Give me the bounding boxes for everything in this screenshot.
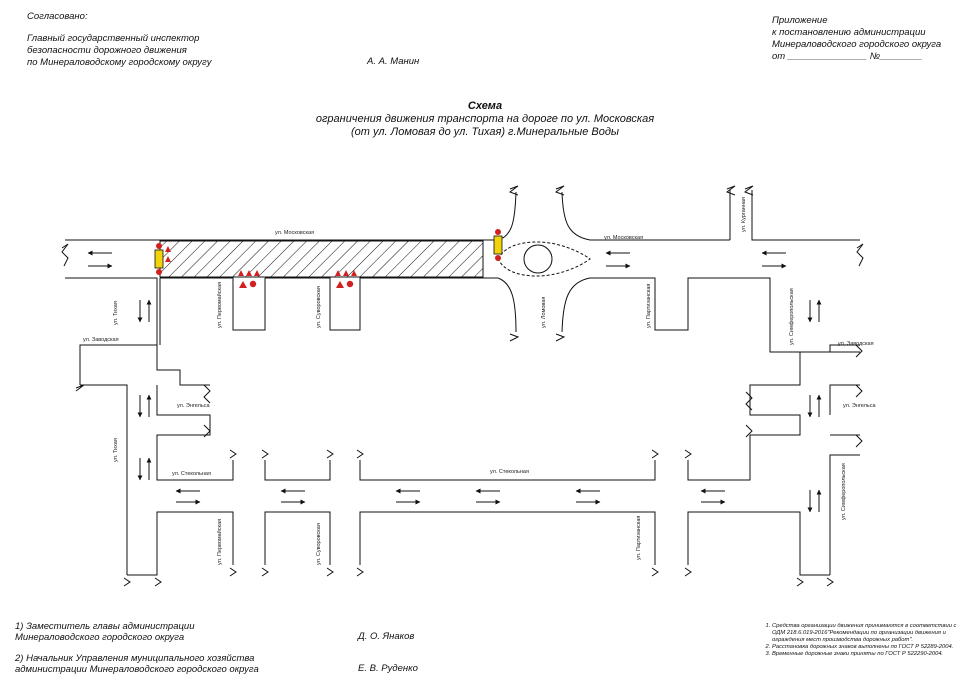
signature-2-line1: 2) Начальник Управления муниципального х… [15,653,255,664]
label-zavodskaya-west: ул. Заводская [83,337,119,343]
warning-sign-icon [238,270,260,276]
notes-block: Средства организации движения принимаютс… [762,623,967,658]
approval-signature-name: А. А. Манин [367,56,420,67]
label-partizanskaya-north: ул. Партизанская [646,284,652,328]
sign-stop-icon [156,243,162,249]
tikhaya-left-edge-lower [80,384,128,575]
scheme-heading: Схема ограничения движения транспорта на… [0,100,970,139]
moskovskaya-bottom-left [65,277,158,385]
label-steklnaya-center: ул. Стекольная [490,469,529,475]
warning-sign-icon [239,281,247,288]
signature-1-line2: Минераловодского городского округа [15,632,185,643]
note-item: Временные дорожные знаки приняты по ГОСТ… [772,651,967,658]
annex-line1: Приложение [772,15,828,26]
label-suvorovskaya-north: ул. Суворовская [316,286,322,328]
closed-section-hatch [159,240,484,278]
signature-1-line1: 1) Заместитель главы администрации [15,621,195,632]
no-entry-sign-icon [346,280,354,288]
label-kurgannaya: ул. Курганная [741,197,747,232]
scheme-subtitle-line1: ограничения движения транспорта на дорог… [315,113,655,125]
label-moskovskaya-west: ул. Московская [275,230,314,236]
label-tikhaya-upper: ул. Тихая [113,301,119,325]
moskovskaya-bottom-seg1 [160,277,266,331]
no-entry-sign-icon [249,280,257,288]
approval-position-line1: Главный государственный инспектор [27,33,200,44]
label-moskovskaya-east: ул. Московская [604,235,643,241]
traffic-signs [154,229,503,288]
break-marks [61,185,864,587]
scheme-subtitle-line2: (от ул. Ломовая до ул. Тихая) г.Минераль… [350,126,620,138]
steklnaya-west-bottom [127,511,234,576]
break-east [856,243,864,267]
roundabout-ring [497,241,591,277]
steklnaya-west-top [156,455,234,481]
direction-arrows [87,250,822,513]
signature-row-1: 1) Заместитель главы администрации Минер… [15,621,414,645]
warning-sign-icon [165,246,171,262]
label-suvorovskaya-south: ул. Суворовская [316,523,322,565]
label-pervomayskaya-south: ул. Первомайская [216,519,223,565]
annex-line2: к постановлению администрации [772,27,926,38]
moskovskaya-top-edge-right [561,191,730,241]
engelsa-west [156,385,211,455]
annex-line3: Минераловодского городского округа [772,39,942,50]
signature-1-name: Д. О. Янаков [358,631,415,642]
approval-title: Согласовано: [27,11,88,22]
label-tikhaya-lower: ул. Тихая [113,438,119,462]
label-engelsa-east: ул. Энгельса [843,403,876,409]
roundabout-island [523,244,553,274]
footer-signatures: 1) Заместитель главы администрации Минер… [15,621,418,677]
sign-stop-icon [156,269,162,275]
label-simferopolskaya-south: ул. Симферопольская [841,463,847,520]
road-edges [65,190,860,576]
sign-stop-icon [495,255,501,261]
warning-sign-icon [336,281,344,288]
warning-sign-icon [335,270,357,276]
label-engelsa-west: ул. Энгельса [177,403,210,409]
sign-stop-icon [495,229,501,235]
barrier-west-icon [154,249,164,269]
annex-block: Приложение к постановлению администрации… [772,15,941,63]
signature-2-name: Е. В. Руденко [358,663,418,674]
signature-2-line2: администрации Минераловодского городског… [15,664,259,675]
label-simferopolskaya-north: ул. Симферопольская [789,288,795,345]
roundabout-sw-curve [497,277,517,333]
scheme-title: Схема [467,100,503,112]
note-item: Средства организации движения принимаютс… [772,623,967,644]
engelsa-east [749,352,801,455]
break-west [61,243,69,267]
label-pervomayskaya-north: ул. Первомайская [216,282,223,328]
note-item: Расстановка дорожных знаков выполнены по… [772,644,967,651]
approval-position-line2: безопасности дорожного движения [27,45,187,56]
moskovskaya-bottom-seg2 [265,277,498,331]
moskovskaya-bottom-right [561,277,860,353]
kurgannaya-right-edge [751,190,860,241]
label-lomovaya: ул. Ломовая [541,297,547,328]
barrier-east-icon [493,235,503,255]
signature-row-2: 2) Начальник Управления муниципального х… [15,653,418,677]
label-partizanskaya-south: ул. Партизанская [636,516,642,560]
street-labels: ул. Московская ул. Московская ул. Заводс… [83,197,876,565]
approval-position-line3: по Минераловодскому городскому округу [27,57,212,68]
label-steklnaya-west: ул. Стекольная [172,471,211,477]
annex-line4: от _______________ №________ [772,51,923,62]
label-zavodskaya-east: ул. Заводская [838,341,874,347]
